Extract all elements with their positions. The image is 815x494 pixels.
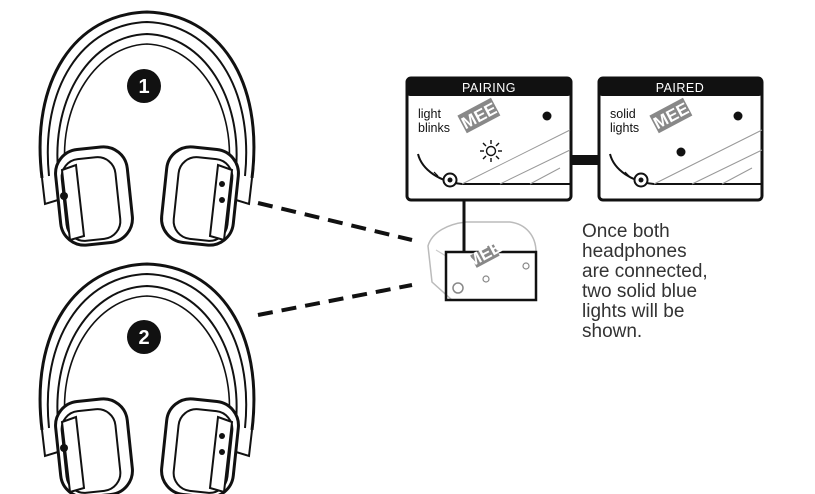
pairing-indicator-dot xyxy=(542,111,552,121)
pairing-label-line-2: blinks xyxy=(418,121,450,135)
paired-panel: PAIRED MEE solid lights xyxy=(597,76,764,202)
caption-line-5: lights will be xyxy=(582,301,685,322)
caption-line-2: headphones xyxy=(582,241,687,262)
dashed-link-headphone-2 xyxy=(257,283,413,317)
transmitter-device: MEE xyxy=(427,221,538,302)
caption-line-4: two solid blue xyxy=(582,281,698,302)
caption-line-6: shown. xyxy=(582,321,643,342)
headphone-2-number: 2 xyxy=(138,327,149,349)
caption-line-3: are connected, xyxy=(582,261,708,282)
pairing-label-line-1: light xyxy=(418,107,441,121)
paired-button-icon xyxy=(624,171,649,188)
paired-label-line-1: solid xyxy=(610,107,636,121)
caption-line-1: Once both xyxy=(582,221,670,242)
paired-panel-title: PAIRED xyxy=(656,81,705,95)
dashed-link-headphone-1 xyxy=(257,201,413,242)
paired-indicator-dot-2 xyxy=(676,147,686,157)
pairing-panel: PAIRING MEE light blinks xyxy=(405,76,573,202)
blinking-light-icon xyxy=(480,140,502,162)
headphone-2-illustration: 2 xyxy=(38,262,256,494)
instruction-caption: Once both headphones are connected, two … xyxy=(582,222,782,342)
headphone-1-illustration: 1 xyxy=(38,10,256,250)
paired-label-line-2: lights xyxy=(610,121,639,135)
pairing-panel-title: PAIRING xyxy=(462,81,516,95)
pairing-button-icon xyxy=(433,171,458,188)
headphone-1-number: 1 xyxy=(138,76,149,98)
paired-indicator-dot-1 xyxy=(733,111,743,121)
headphone-1-badge: 1 xyxy=(127,69,161,103)
headphone-2-badge: 2 xyxy=(127,320,161,354)
